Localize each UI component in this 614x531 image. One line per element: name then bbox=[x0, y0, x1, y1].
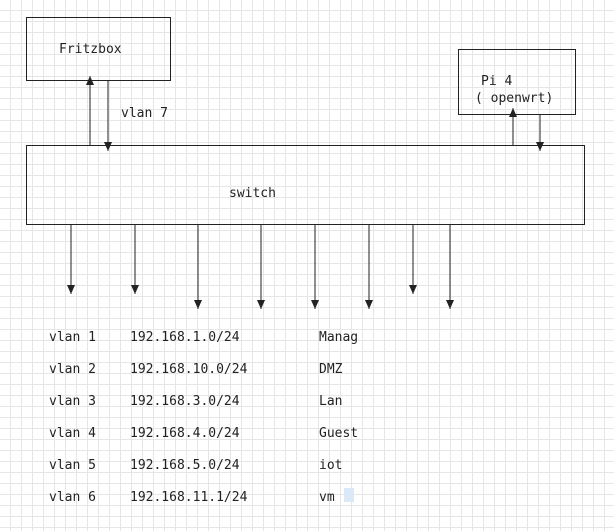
vlan-row-2-subnet: 192.168.10.0/24 bbox=[130, 362, 248, 377]
text-edit-cursor bbox=[344, 488, 354, 502]
vlan-row-1-id: vlan 1 bbox=[49, 330, 96, 345]
pi-label-line2: ( openwrt) bbox=[475, 91, 554, 106]
vlan-row-2-id: vlan 2 bbox=[49, 362, 96, 377]
vlan-row-3-name: Lan bbox=[319, 394, 343, 409]
vlan-row-3-id: vlan 3 bbox=[49, 394, 96, 409]
edge-label-vlan7: vlan 7 bbox=[121, 106, 168, 121]
pi-node[interactable] bbox=[458, 49, 576, 115]
pi-label-line1: Pi 4 bbox=[481, 74, 513, 89]
switch-node[interactable] bbox=[26, 145, 585, 225]
vlan-row-4-subnet: 192.168.4.0/24 bbox=[130, 426, 240, 441]
fritzbox-label: Fritzbox bbox=[59, 42, 122, 57]
fritzbox-node[interactable] bbox=[26, 17, 171, 81]
vlan-row-6-id: vlan 6 bbox=[49, 490, 96, 505]
vlan-row-5-subnet: 192.168.5.0/24 bbox=[130, 458, 240, 473]
vlan-row-3-subnet: 192.168.3.0/24 bbox=[130, 394, 240, 409]
vlan-row-4-id: vlan 4 bbox=[49, 426, 96, 441]
vlan-row-6-name[interactable]: vm bbox=[319, 490, 335, 505]
vlan-row-5-id: vlan 5 bbox=[49, 458, 96, 473]
switch-label: switch bbox=[229, 186, 276, 201]
vlan-row-6-subnet: 192.168.11.1/24 bbox=[130, 490, 248, 505]
vlan-row-4-name: Guest bbox=[319, 426, 359, 441]
vlan-row-1-subnet: 192.168.1.0/24 bbox=[130, 330, 240, 345]
vlan-row-2-name: DMZ bbox=[319, 362, 343, 377]
vlan-row-1-name: Manag bbox=[319, 330, 359, 345]
vlan-row-5-name: iot bbox=[319, 458, 343, 473]
